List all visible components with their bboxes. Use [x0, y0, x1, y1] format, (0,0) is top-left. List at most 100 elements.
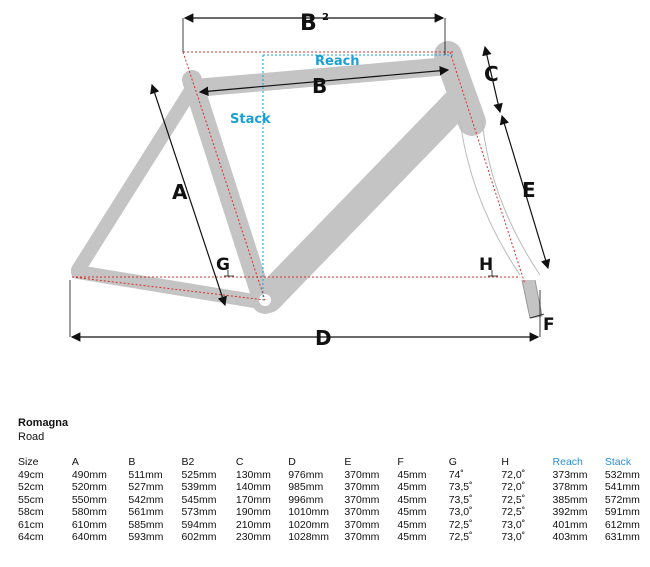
table-cell: 64cm: [18, 531, 44, 544]
table-cell: 370mm: [344, 506, 380, 519]
table-cell: 74˚: [448, 468, 464, 481]
table-cell: 573mm: [181, 506, 217, 519]
table-cell: 976mm: [288, 468, 324, 481]
table-cell: 45mm: [397, 531, 427, 544]
label-d: D: [315, 326, 332, 350]
label-a: A: [172, 180, 188, 204]
label-b: B: [312, 74, 327, 98]
label-e: E: [522, 178, 536, 202]
label-h: H: [479, 255, 493, 275]
table-cell: 72,5˚: [501, 493, 526, 506]
table-cell: 580mm: [71, 506, 107, 519]
column-header: G: [448, 456, 457, 469]
table-cell: 403mm: [552, 531, 588, 544]
table-row: 49cm 490mm 511mm 525mm 130mm 976mm 370mm 45mm 74…: [15, 469, 650, 482]
label-b2: B: [300, 11, 317, 36]
bike-frame: [71, 41, 486, 314]
dimension-arrows: [69, 13, 551, 342]
table-cell: 170mm: [235, 493, 271, 506]
column-header: F: [397, 456, 404, 469]
table-cell: 73,0˚: [448, 506, 473, 519]
table-cell: 190mm: [235, 506, 271, 519]
table-cell: 210mm: [235, 518, 271, 531]
column-header: B2: [181, 456, 195, 469]
table-cell: 545mm: [181, 493, 217, 506]
column-header: E: [344, 456, 352, 469]
table-cell: 542mm: [128, 493, 164, 506]
table-header-row: Size A B B2 C D E F G H Reach Stack: [15, 456, 650, 469]
table-cell: 370mm: [344, 481, 380, 494]
column-header: Reach: [552, 456, 583, 469]
table-cell: 52cm: [18, 481, 44, 494]
table-cell: 532mm: [604, 468, 640, 481]
table-cell: 640mm: [71, 531, 107, 544]
table-cell: 985mm: [288, 481, 324, 494]
table-cell: 996mm: [288, 493, 324, 506]
label-reach: Reach: [315, 54, 360, 69]
table-cell: 61cm: [18, 518, 44, 531]
table-cell: 610mm: [71, 518, 107, 531]
table-cell: 550mm: [71, 493, 107, 506]
table-cell: 520mm: [71, 481, 107, 494]
frame-geometry-diagram: B 2 Reach Stack B A C E G H D F: [69, 11, 555, 350]
label-g: G: [216, 255, 230, 275]
table-cell: 385mm: [552, 493, 588, 506]
label-c: C: [484, 62, 499, 86]
table-cell: 55cm: [18, 493, 44, 506]
table-cell: 370mm: [344, 468, 380, 481]
table-cell: 511mm: [128, 468, 163, 481]
table-cell: 130mm: [235, 468, 271, 481]
label-f: F: [543, 315, 555, 335]
table-cell: 49cm: [18, 468, 44, 481]
table-cell: 401mm: [552, 518, 588, 531]
table-cell: 72,5˚: [448, 518, 473, 531]
column-header: Stack: [604, 456, 632, 469]
table-cell: 45mm: [397, 506, 427, 519]
table-cell: 1020mm: [288, 518, 330, 531]
column-header: C: [235, 456, 244, 469]
column-header: H: [501, 456, 509, 469]
table-cell: 525mm: [181, 468, 217, 481]
table-cell: 370mm: [344, 493, 380, 506]
table-cell: 527mm: [128, 481, 164, 494]
table-cell: 45mm: [397, 481, 427, 494]
table-cell: 45mm: [397, 468, 427, 481]
model-name: Romagna: [18, 417, 69, 429]
table-cell: 378mm: [552, 481, 588, 494]
table-cell: 490mm: [71, 468, 107, 481]
table-cell: 594mm: [181, 518, 217, 531]
column-header: B: [128, 456, 136, 469]
table-cell: 612mm: [604, 518, 640, 531]
column-header: A: [71, 456, 79, 469]
model-category: Road: [18, 431, 45, 443]
table-cell: 45mm: [397, 493, 427, 506]
table-cell: 72,5˚: [501, 506, 526, 519]
table-cell: 73,0˚: [501, 531, 526, 544]
table-cell: 572mm: [604, 493, 640, 506]
table-cell: 370mm: [344, 518, 380, 531]
label-stack: Stack: [230, 112, 271, 127]
table-cell: 73,0˚: [501, 518, 526, 531]
table-cell: 373mm: [552, 468, 588, 481]
table-cell: 58cm: [18, 506, 44, 519]
table-cell: 591mm: [604, 506, 640, 519]
table-cell: 72,0˚: [501, 481, 526, 494]
table-cell: 72,5˚: [448, 531, 473, 544]
column-header: Size: [18, 456, 39, 469]
label-b2-superscript: 2: [322, 12, 329, 23]
table-cell: 370mm: [344, 531, 380, 544]
table-cell: 631mm: [604, 531, 640, 544]
table-cell: 45mm: [397, 518, 427, 531]
table-cell: 1028mm: [288, 531, 330, 544]
table-cell: 593mm: [128, 531, 164, 544]
column-header: D: [288, 456, 296, 469]
table-cell: 392mm: [552, 506, 588, 519]
table-cell: 602mm: [181, 531, 217, 544]
table-cell: 140mm: [235, 481, 271, 494]
